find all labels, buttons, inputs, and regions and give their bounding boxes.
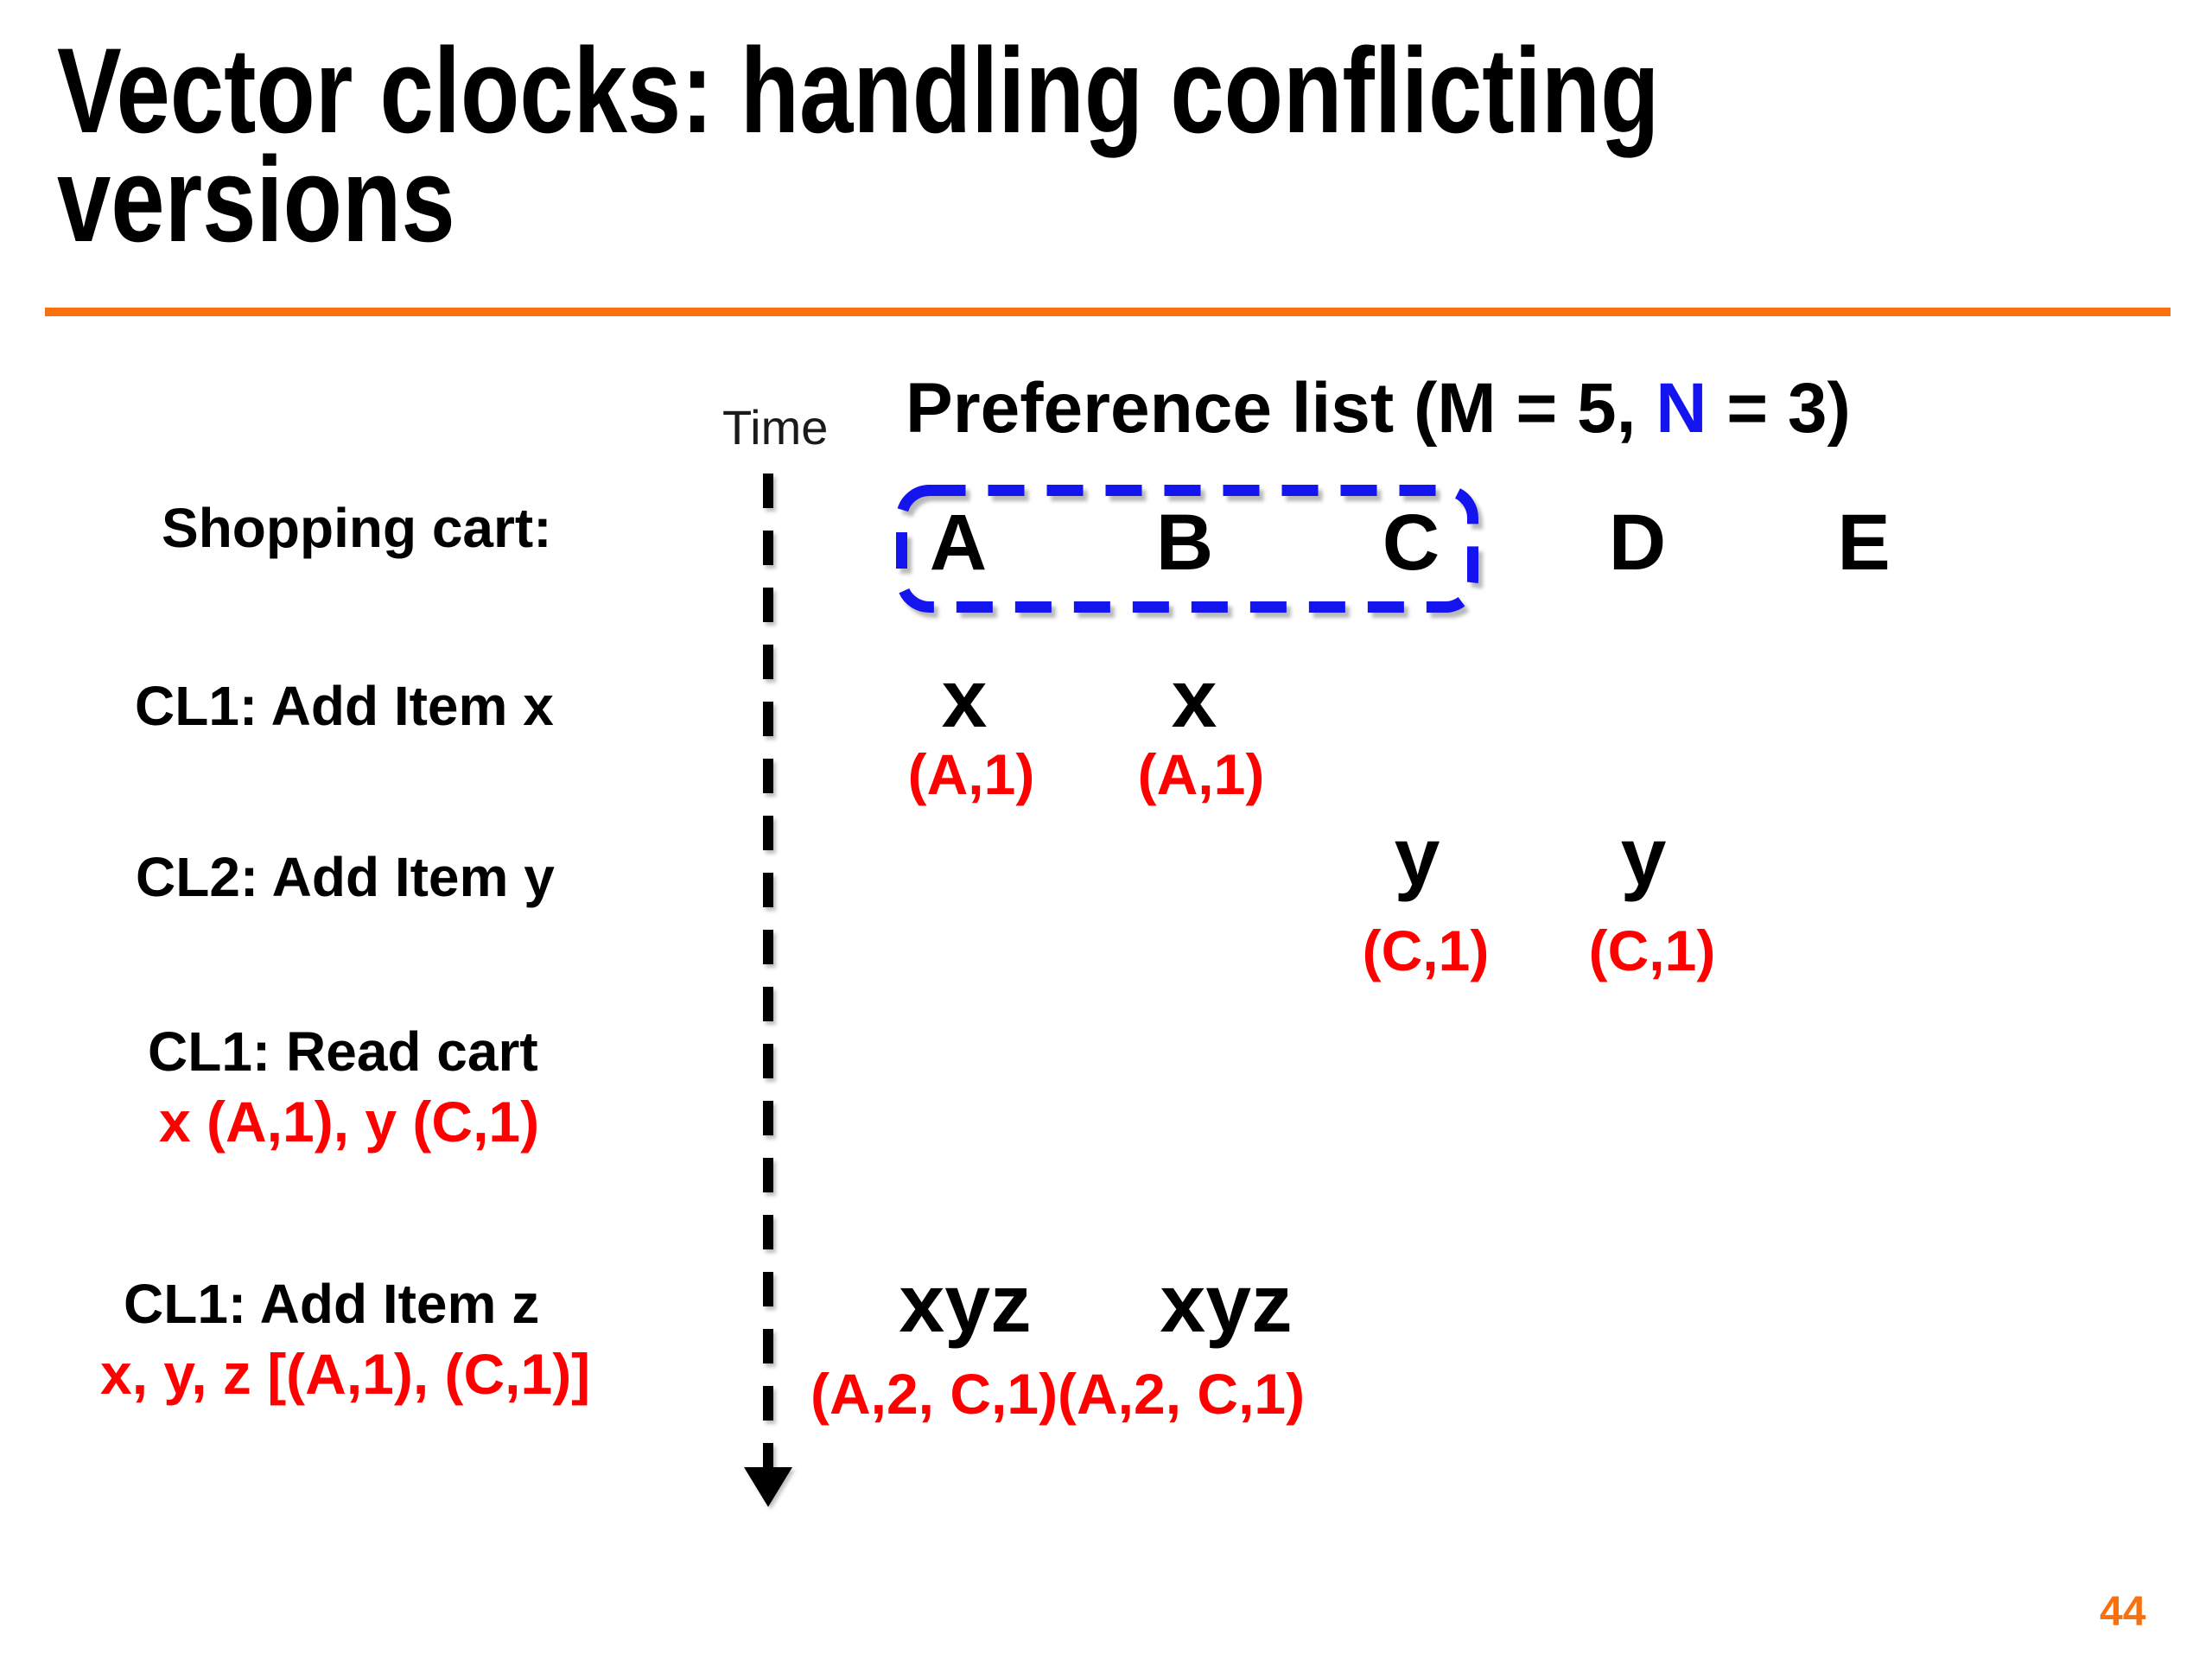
item-x-on-node-a: x	[941, 653, 988, 745]
cl1-read-result: x (A,1), y (C,1)	[159, 1090, 540, 1154]
title-line-1: Vector clocks: handling conflicting	[57, 22, 1660, 158]
row-label-shopping-cart: Shopping cart:	[162, 497, 552, 559]
preference-list-header-prefix: Preference list (M = 5,	[906, 369, 1656, 448]
row-label-cl1-add-item-z: CL1: Add Item z	[124, 1273, 540, 1335]
merged-vector-clocks: (A,2, C,1)(A,2, C,1)	[810, 1362, 1306, 1426]
node-b: B	[1155, 499, 1214, 587]
title-line-2: versions	[57, 131, 455, 267]
item-xyz-on-node-a: xyz	[899, 1258, 1032, 1350]
replication-factor-n: N	[1656, 369, 1707, 448]
time-axis-arrowhead	[744, 1467, 792, 1507]
cl1-add-z-write-context: x, y, z [(A,1), (C,1)]	[100, 1342, 591, 1406]
node-e: E	[1837, 499, 1891, 587]
title-divider-line	[45, 308, 2171, 316]
time-axis-label: Time	[722, 400, 829, 454]
slide-title: Vector clocks: handling conflicting vers…	[57, 22, 1660, 267]
item-x-on-node-b: x	[1171, 653, 1217, 745]
item-xyz-on-node-b: xyz	[1160, 1258, 1293, 1350]
time-axis-dashed-line	[763, 474, 773, 1469]
row-label-cl1-add-item-x: CL1: Add Item x	[135, 675, 554, 737]
clock-a1-on-node-a: (A,1)	[907, 742, 1035, 806]
node-a: A	[929, 499, 988, 587]
node-d: D	[1608, 499, 1667, 587]
page-number: 44	[2100, 1589, 2146, 1635]
row-label-cl2-add-item-y: CL2: Add Item y	[136, 846, 555, 908]
clock-c1-on-node-c: (C,1)	[1362, 918, 1490, 982]
preference-list-header-suffix: = 3)	[1707, 369, 1851, 448]
preference-list-header: Preference list (M = 5, N = 3)	[906, 368, 1851, 449]
node-c: C	[1382, 499, 1440, 587]
item-y-on-node-c: y	[1394, 811, 1440, 903]
row-label-cl1-read-cart: CL1: Read cart	[148, 1020, 538, 1083]
clock-c1-on-node-d: (C,1)	[1588, 918, 1716, 982]
replication-group-box	[896, 485, 1478, 613]
item-y-on-node-d: y	[1620, 811, 1667, 903]
clock-a1-on-node-b: (A,1)	[1137, 742, 1265, 806]
